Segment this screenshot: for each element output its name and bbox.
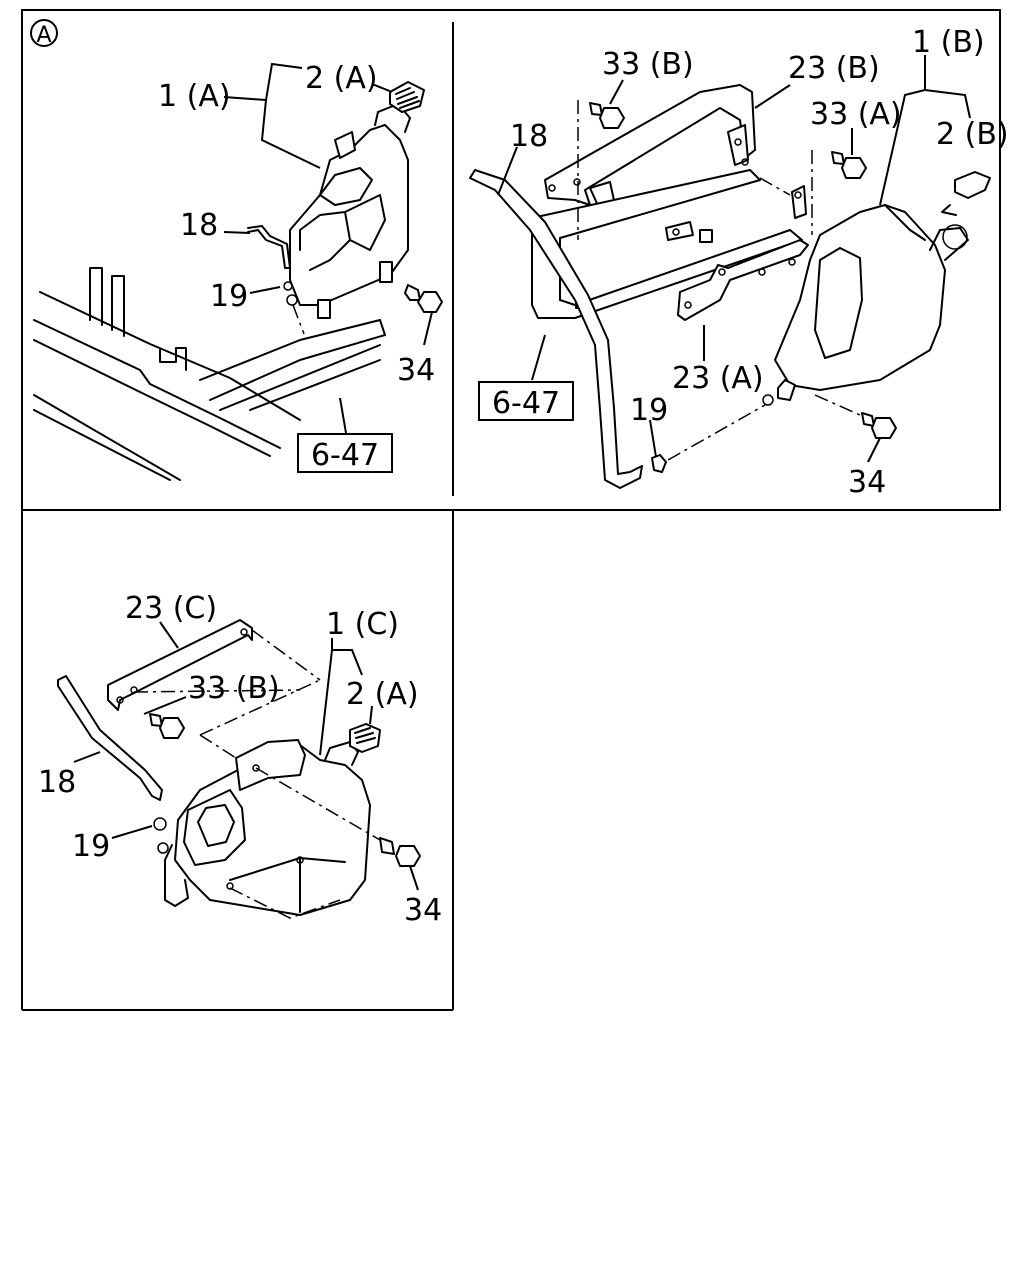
hose-18-a xyxy=(247,225,291,269)
frame-rails xyxy=(33,267,386,481)
label-34-c: 34 xyxy=(404,893,442,928)
label-1b: 1 (B) xyxy=(912,25,985,60)
section-a-badge-text: A xyxy=(36,23,51,48)
label-23a: 23 (A) xyxy=(672,361,764,396)
bolt-33a-b xyxy=(831,151,867,179)
label-19-b: 19 xyxy=(630,393,668,428)
diagram-frames xyxy=(21,9,1001,1011)
label-23b: 23 (B) xyxy=(788,51,880,86)
label-2b: 2 (B) xyxy=(936,117,1009,152)
label-18-c: 18 xyxy=(38,765,76,800)
section-a-badge xyxy=(30,19,58,47)
label-19-c: 19 xyxy=(72,829,110,864)
reservoir-tank-b xyxy=(762,204,969,406)
clip-19-a xyxy=(283,281,298,306)
bolt-34-a xyxy=(404,284,443,313)
hose-18-b xyxy=(469,169,643,489)
bolt-33b-c xyxy=(149,713,185,739)
bolt-34-c xyxy=(379,837,421,867)
hose-18-c xyxy=(57,675,163,801)
label-18-a: 18 xyxy=(180,208,218,243)
label-34-b: 34 xyxy=(848,465,886,500)
reservoir-tank-a xyxy=(289,103,411,319)
label-34-a: 34 xyxy=(397,353,435,388)
ref-box-a xyxy=(297,433,393,473)
label-1a: 1 (A) xyxy=(158,79,231,114)
label-1c: 1 (C) xyxy=(326,607,399,642)
bolt-34-b xyxy=(861,412,897,439)
clip-19-b xyxy=(651,454,667,473)
label-23c: 23 (C) xyxy=(125,591,217,626)
reservoir-tank-c xyxy=(157,739,371,916)
panel-c: 23 (C) 1 (C) 33 (B) 2 (A) 18 19 34 xyxy=(38,591,442,928)
label-33b-b: 33 (B) xyxy=(602,47,694,82)
label-2a: 2 (A) xyxy=(305,61,378,96)
ref-box-b xyxy=(478,381,574,421)
ref-label-b: 6-47 xyxy=(492,386,560,421)
label-19-a: 19 xyxy=(210,279,248,314)
cap-2b xyxy=(941,171,991,216)
ref-label-a: 6-47 xyxy=(311,438,379,473)
label-2a-c: 2 (A) xyxy=(346,677,419,712)
cap-2a xyxy=(389,81,425,113)
cap-2a-c xyxy=(349,723,381,753)
clip-19-c xyxy=(153,817,167,831)
bracket-23c xyxy=(107,619,253,711)
bolt-33b-b xyxy=(589,102,625,129)
label-33b-c: 33 (B) xyxy=(188,671,280,706)
label-18-b: 18 xyxy=(510,119,548,154)
bracket-23a xyxy=(677,239,809,321)
panel-a: A xyxy=(30,19,443,481)
label-33a: 33 (A) xyxy=(810,97,902,132)
panel-b: 33 (B) 23 (B) 1 (B) 33 (A) 2 (B) 18 6-47… xyxy=(469,25,1009,500)
